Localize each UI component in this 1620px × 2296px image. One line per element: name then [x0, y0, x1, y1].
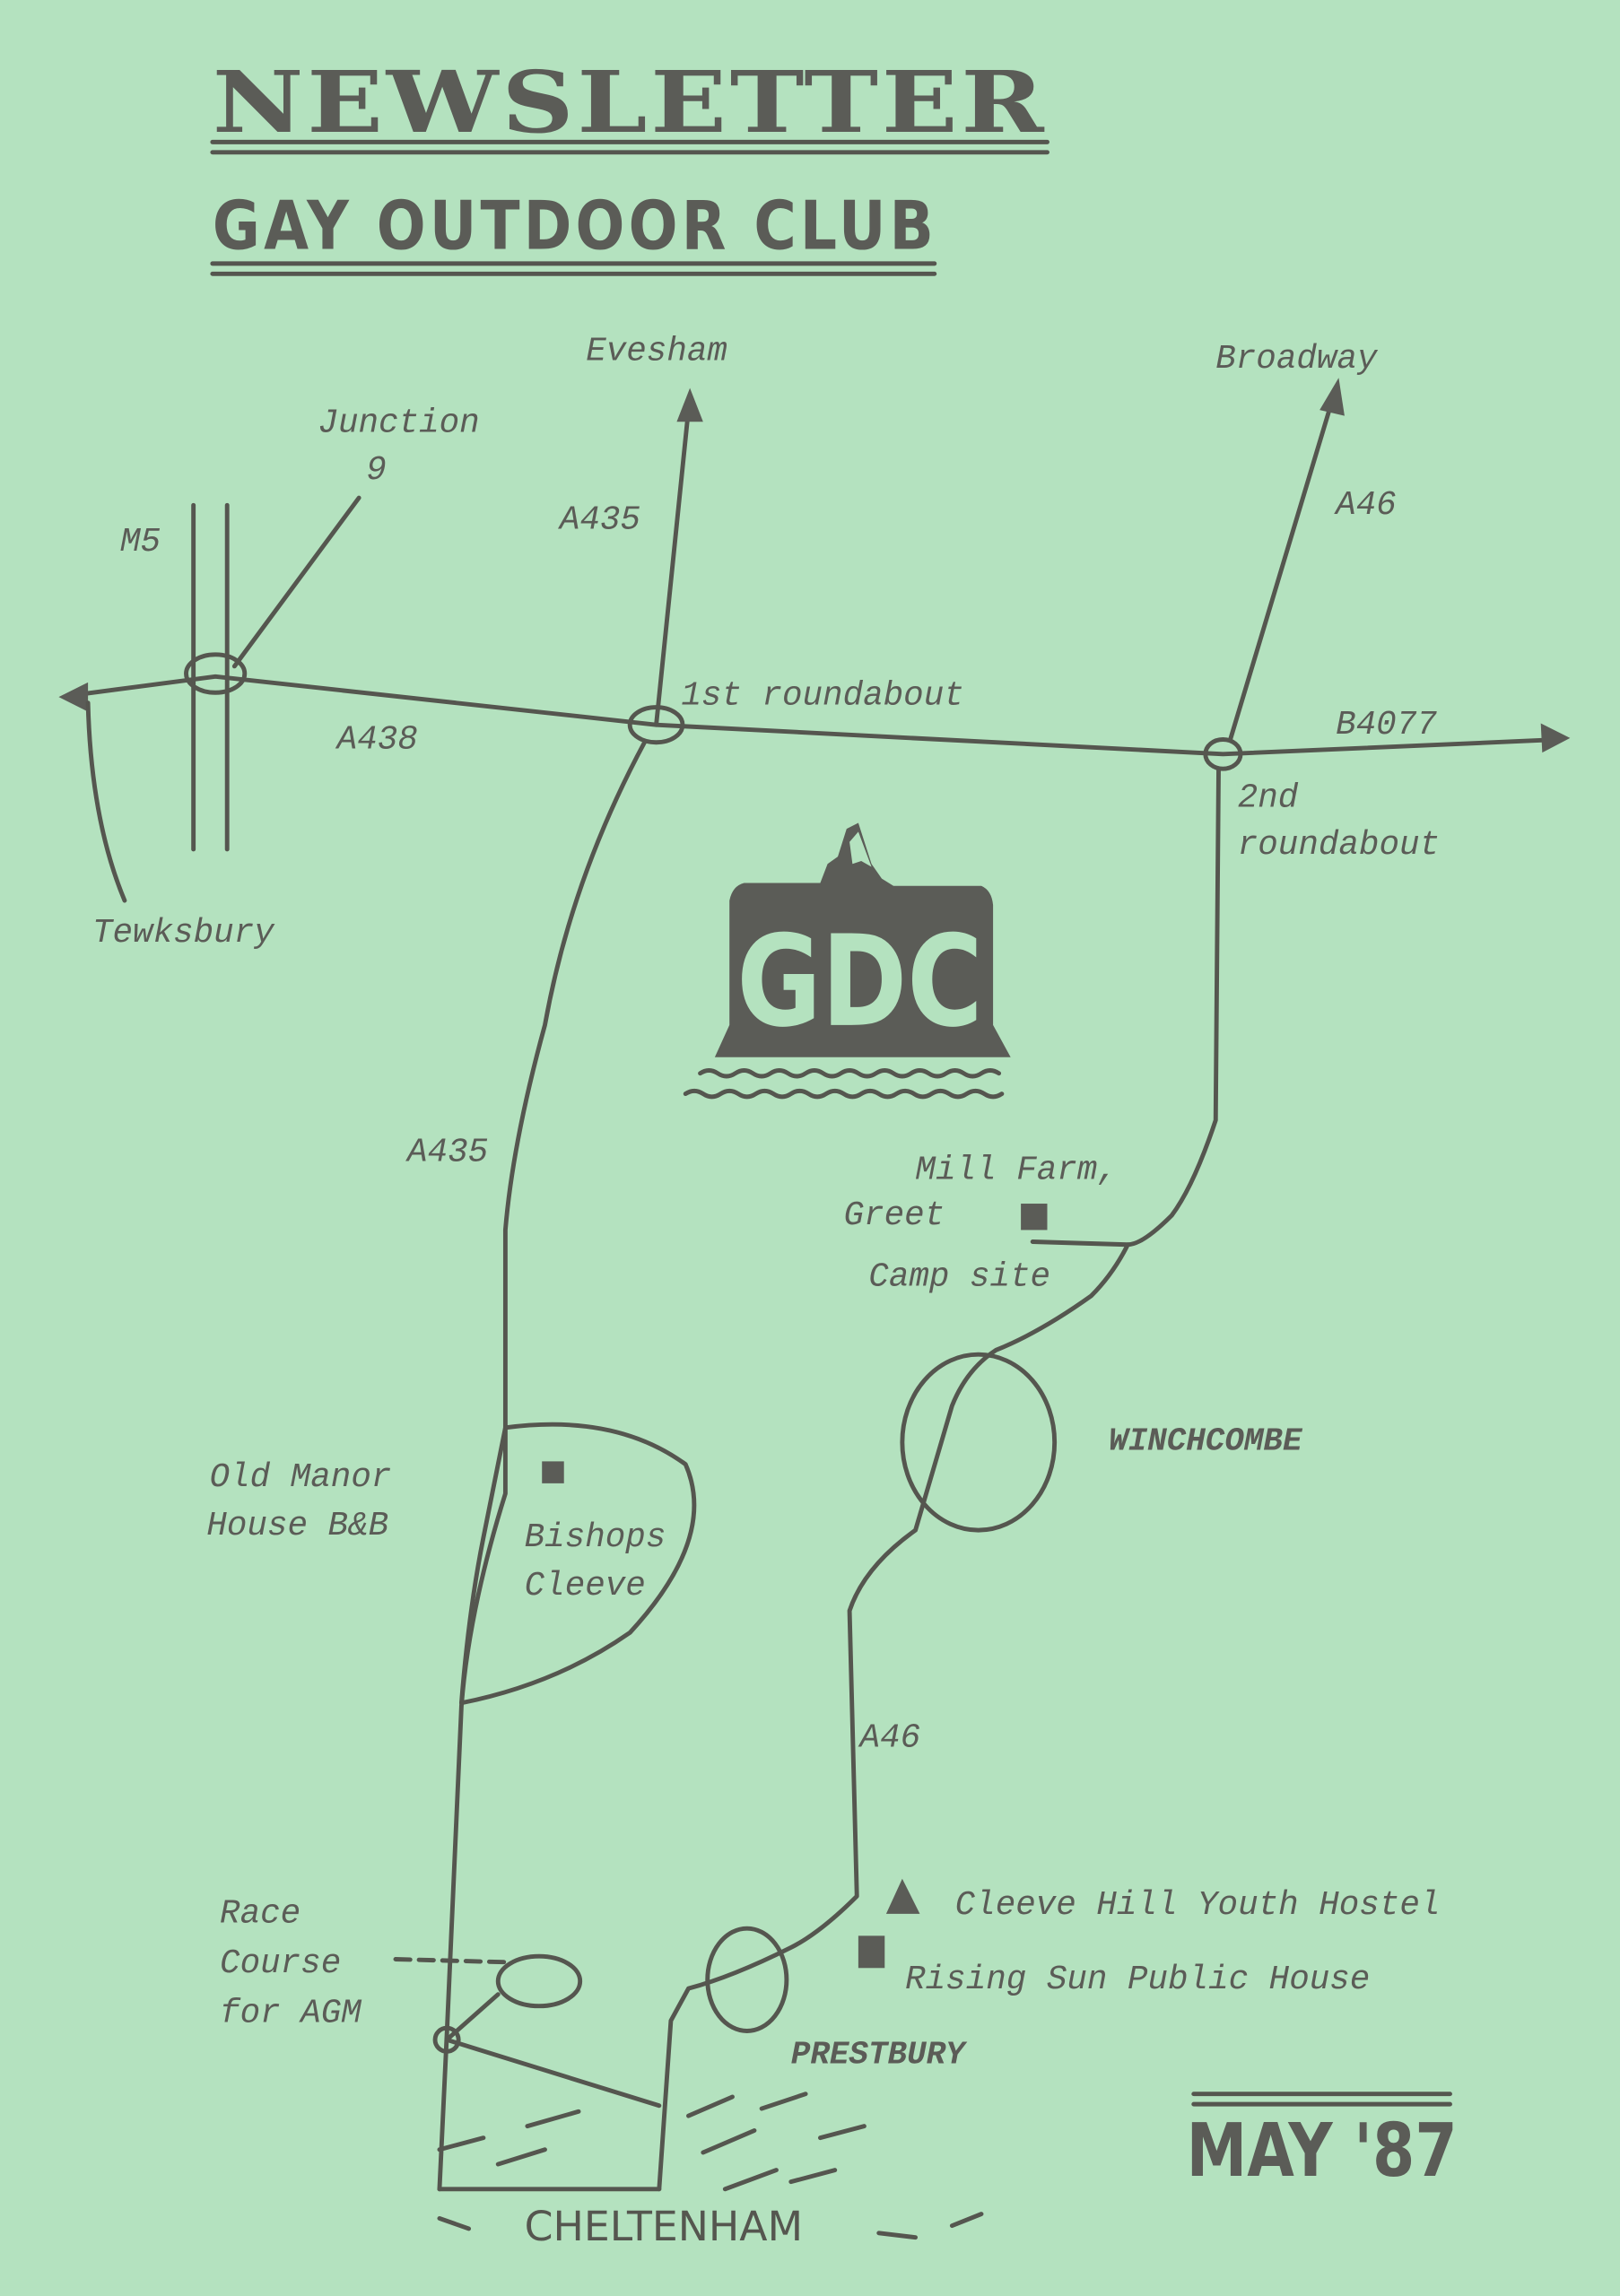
label-tewksbury: Tewksbury [92, 915, 275, 952]
label-a438: A438 [335, 721, 418, 759]
road-a46-north [1228, 396, 1336, 742]
label-old-manor: Old Manor [210, 1459, 392, 1497]
newsletter-title: NEWSLETTER [213, 53, 1048, 152]
label-camp-site: Camp site [868, 1258, 1050, 1296]
label-for-agm: for AGM [220, 1996, 362, 2033]
road-a435-north [654, 407, 691, 727]
issue-date: MAY '87 [1187, 2109, 1458, 2194]
label-greet: Greet [844, 1197, 945, 1235]
bishops-cleeve-area [458, 1422, 697, 1706]
masthead: NEWSLETTER GAY OUTDOOR CLUB [210, 53, 1050, 276]
label-m5: M5 [120, 524, 161, 561]
mountain-icon [714, 822, 1011, 1057]
arrow-east-icon [1540, 723, 1571, 753]
second-roundabout [1203, 737, 1243, 771]
wave-icon [698, 1068, 1002, 1079]
label-course: Course [220, 1945, 341, 1983]
label-a46-north: A46 [1334, 487, 1397, 525]
road-to-tewksbury [85, 700, 127, 903]
town-areas [393, 1352, 1058, 2240]
label-junction: Junction [318, 405, 479, 443]
road-cheltenham-link [444, 2037, 662, 2109]
label-a435-south: A435 [405, 1135, 488, 1172]
label-second-roundabout: roundabout [1238, 827, 1440, 865]
race-course-pointer [393, 1957, 508, 1965]
road-a435-south [437, 740, 647, 2192]
arrow-northeast-icon [1320, 378, 1345, 416]
label-bishops: Bishops [525, 1519, 666, 1557]
label-second-roundabout: 2nd [1238, 780, 1299, 818]
label-cleeve: Cleeve [525, 1568, 646, 1605]
label-winchcombe: WINCHCOMBE [1109, 1422, 1303, 1459]
road-network [58, 378, 1571, 2192]
first-roundabout [627, 705, 685, 745]
issue-date-block: MAY '87 [1187, 2092, 1458, 2194]
road-a46-south [657, 766, 1221, 2192]
gdc-logo: GDC [683, 822, 1011, 1100]
road-to-mill-farm [1030, 1239, 1130, 1248]
arrow-west-icon [58, 682, 89, 712]
label-broadway: Broadway [1215, 341, 1379, 378]
label-evesham: Evesham [586, 334, 727, 371]
map-labels: Evesham Broadway Junction 9 M5 A435 A46 … [92, 334, 1440, 2250]
label-a46-south: A46 [858, 1720, 921, 1758]
race-course-roundabout [432, 2025, 461, 2054]
junction-9-roundabout [184, 652, 248, 695]
old-manor-marker-icon [542, 1461, 564, 1483]
prestbury-area [705, 1926, 789, 2033]
label-b4077: B4077 [1336, 707, 1437, 744]
logo-text: GDC [736, 909, 982, 1056]
wave-icon [683, 1088, 1005, 1100]
cheltenham-hatching [437, 2092, 984, 2240]
label-youth-hostel: Cleeve Hill Youth Hostel [955, 1887, 1441, 1925]
arrow-north-icon [676, 387, 703, 422]
camp-site-marker-icon [1021, 1204, 1048, 1231]
label-race: Race [220, 1896, 300, 1934]
label-prestbury: PRESTBURY [791, 2036, 968, 2073]
race-course-area [495, 1953, 583, 2009]
label-junction-number: 9 [366, 452, 387, 490]
label-rising-sun: Rising Sun Public House [905, 1961, 1370, 1999]
junction-pointer [231, 495, 361, 669]
pub-marker-icon [858, 1935, 885, 1969]
label-cheltenham: CHELTENHAM [525, 2203, 803, 2250]
label-a435-north: A435 [558, 501, 640, 539]
snow-cap [849, 831, 872, 867]
label-house-bb: House B&B [206, 1508, 388, 1545]
label-first-roundabout: 1st roundabout [681, 677, 963, 715]
label-mill-farm: Mill Farm, [916, 1152, 1118, 1189]
club-name: GAY OUTDOOR CLUB [213, 187, 937, 265]
winchcombe-area [900, 1352, 1058, 1533]
youth-hostel-triangle-icon [885, 1878, 920, 1914]
